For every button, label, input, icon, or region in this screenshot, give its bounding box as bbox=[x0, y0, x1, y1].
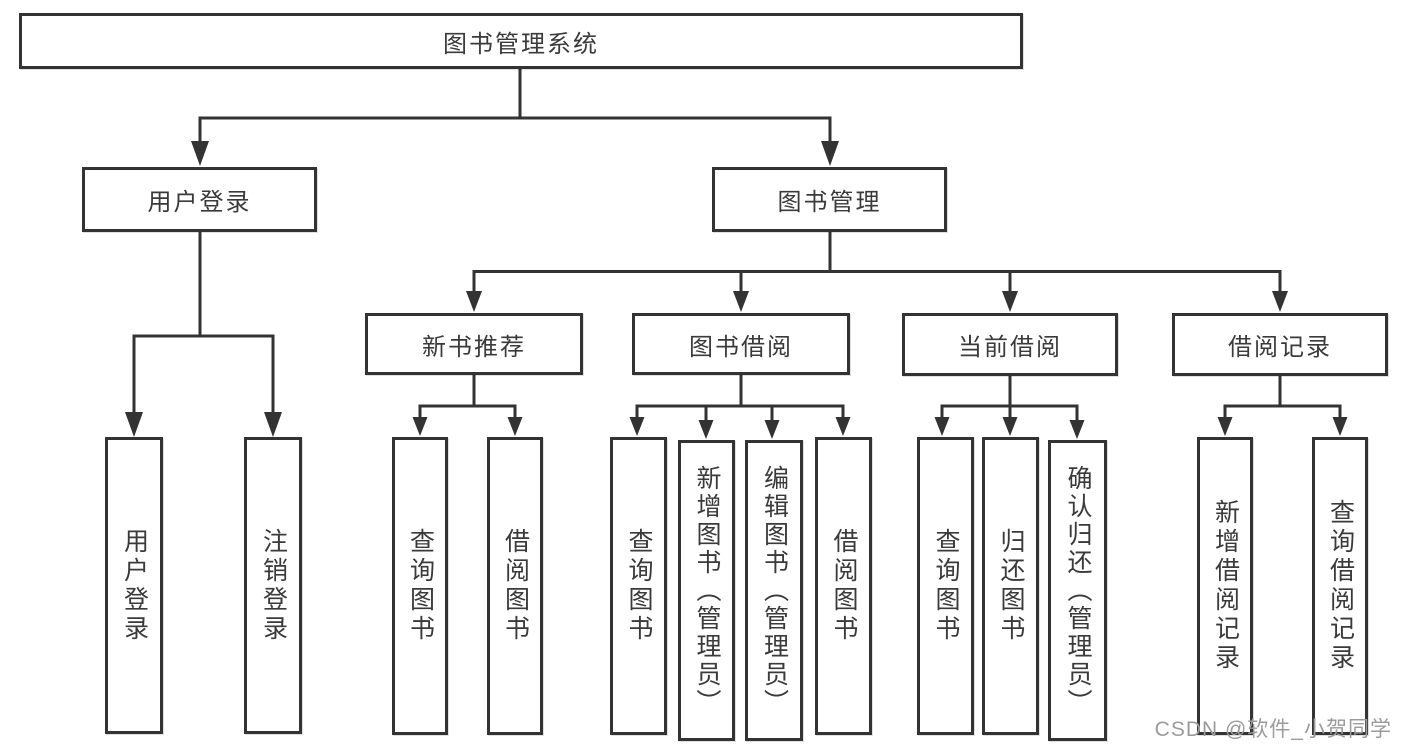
node-query-books-current: 查询图书 bbox=[917, 437, 974, 735]
node-add-books-admin: 新增图书（管理员） bbox=[678, 440, 735, 741]
node-book-management: 图书管理 bbox=[712, 167, 947, 232]
node-edit-books-admin: 编辑图书（管理员） bbox=[745, 440, 803, 741]
node-query-books-borrowing: 查询图书 bbox=[610, 437, 667, 735]
node-borrow-books-leaf: 借阅图书 bbox=[815, 437, 872, 735]
arrowhead-icons bbox=[125, 141, 1348, 439]
node-current-borrowing: 当前借阅 bbox=[902, 313, 1118, 376]
node-library-management-system: 图书管理系统 bbox=[19, 13, 1023, 69]
node-logout-leaf: 注销登录 bbox=[244, 437, 302, 734]
node-query-borrow-record: 查询借阅记录 bbox=[1312, 437, 1368, 735]
watermark: CSDN @软件_小贺同学 bbox=[1154, 718, 1392, 741]
node-book-borrowing: 图书借阅 bbox=[632, 313, 850, 375]
node-add-borrow-record: 新增借阅记录 bbox=[1197, 437, 1253, 735]
node-return-books: 归还图书 bbox=[982, 437, 1039, 735]
node-borrow-books-recommend: 借阅图书 bbox=[487, 437, 543, 735]
node-query-books-recommend: 查询图书 bbox=[392, 437, 448, 735]
node-new-book-recommendation: 新书推荐 bbox=[365, 313, 583, 375]
node-user-login-leaf: 用户登录 bbox=[105, 437, 163, 734]
node-user-login: 用户登录 bbox=[82, 167, 317, 232]
node-confirm-return-admin: 确认归还（管理员） bbox=[1048, 440, 1107, 741]
node-borrowing-records: 借阅记录 bbox=[1172, 313, 1388, 376]
